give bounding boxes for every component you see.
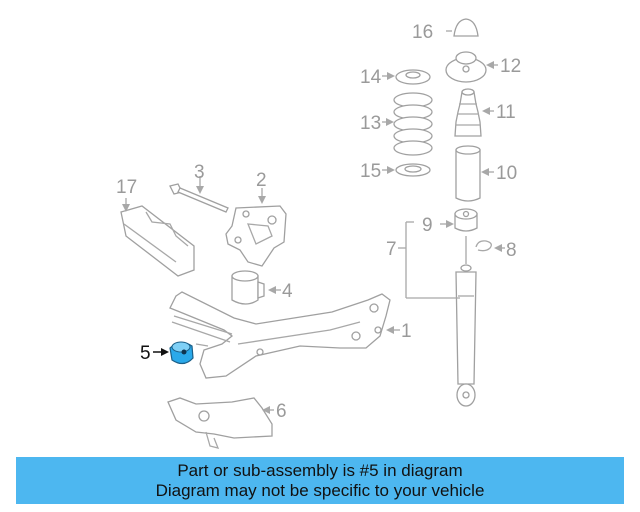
callout-6: 6	[276, 401, 287, 422]
callout-10: 10	[496, 163, 517, 184]
callout-9: 9	[422, 215, 433, 236]
part-3-bolt	[169, 176, 229, 213]
banner-line-1: Part or sub-assembly is #5 in diagram	[177, 461, 463, 480]
callout-11: 11	[496, 102, 516, 123]
part-6-bracket	[167, 397, 274, 449]
part-8-clip	[475, 240, 505, 252]
part-2-bracket	[225, 188, 287, 267]
part-5-bushing-highlighted	[153, 341, 194, 365]
part-14-spring-seat	[382, 69, 431, 85]
callout-2: 2	[256, 170, 267, 191]
callout-15: 15	[360, 161, 381, 182]
callout-8: 8	[506, 240, 517, 261]
part-12-top-mount	[445, 51, 498, 83]
callout-1: 1	[401, 321, 412, 342]
part-1-axle-beam	[169, 291, 400, 379]
part-4-bushing	[231, 270, 281, 305]
callout-14: 14	[360, 67, 382, 88]
callout-17: 17	[116, 177, 137, 198]
callout-12: 12	[500, 56, 521, 77]
callout-13: 13	[360, 113, 381, 134]
part-9-bushing	[440, 208, 478, 232]
part-13-coil-spring	[382, 92, 433, 156]
info-banner: Part or sub-assembly is #5 in diagram Di…	[16, 457, 624, 504]
callout-7: 7	[386, 239, 397, 260]
callout-5: 5	[140, 343, 151, 364]
part-17-shield	[120, 198, 195, 277]
callout-3: 3	[194, 162, 205, 183]
banner-line-2: Diagram may not be specific to your vehi…	[155, 481, 485, 500]
part-16-cap	[446, 18, 479, 37]
callout-16: 16	[412, 22, 433, 43]
part-10-dust-boot	[455, 145, 494, 202]
callout-4: 4	[282, 281, 293, 302]
part-15-spring-seat-lower	[382, 163, 431, 177]
parts-diagram: 16 12 14 13 11 15 10 17 3 2 9 7 8 4 1 5 …	[116, 18, 521, 449]
part-11-bump-stop	[454, 88, 494, 137]
part-7-shock-absorber	[398, 221, 477, 407]
